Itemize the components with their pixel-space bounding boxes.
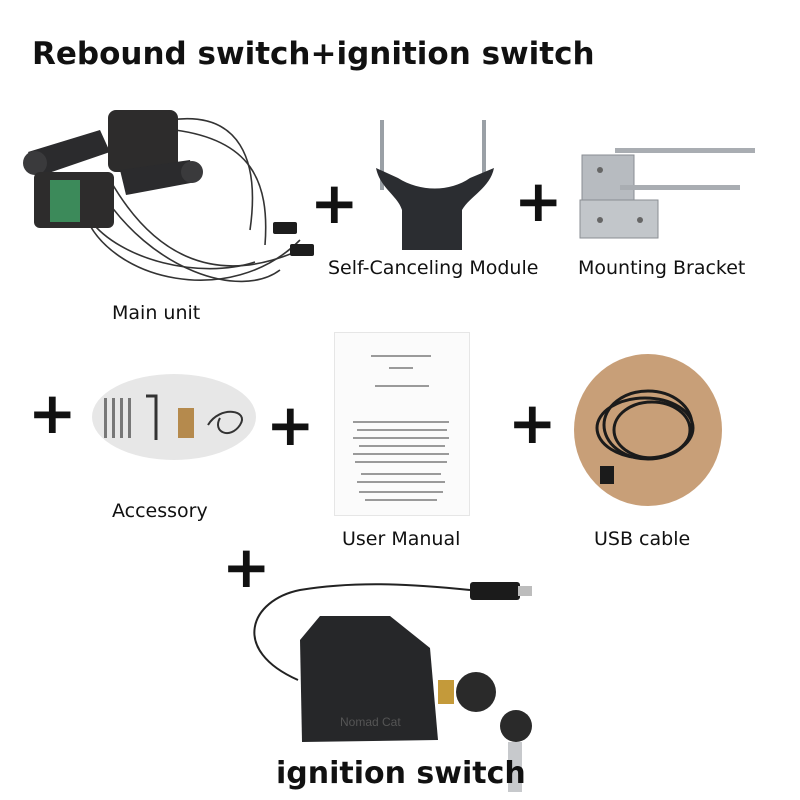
- accessory-label: Accessory: [112, 500, 208, 522]
- plus-sign: +: [266, 391, 315, 459]
- plus-sign: +: [508, 389, 557, 457]
- switch-housing-bottom: [34, 172, 114, 228]
- self-canceling-module-label: Self-Canceling Module: [328, 257, 539, 279]
- mounting-bracket-label: Mounting Bracket: [578, 257, 746, 279]
- user-manual-image: [334, 332, 470, 516]
- main-unit-label: Main unit: [112, 302, 201, 324]
- plus-sign: +: [222, 533, 271, 601]
- plus-sign: +: [310, 169, 359, 237]
- page-title: Rebound switch+ignition switch: [32, 36, 595, 72]
- left-stalk: [23, 130, 110, 176]
- ignition-case-text: Nomad Cat: [340, 715, 401, 729]
- usb-cable-label: USB cable: [594, 528, 691, 550]
- pcb-board: [50, 180, 80, 222]
- right-stalk: [120, 160, 203, 195]
- usb-connector-1: [273, 222, 297, 234]
- plus-sign: +: [514, 167, 563, 235]
- switch-housing-top: [108, 110, 178, 172]
- main-unit-wires: [84, 117, 301, 283]
- usb-connector-2: [290, 244, 314, 256]
- ignition-switch-label: ignition switch: [276, 756, 526, 791]
- plus-sign: +: [28, 379, 77, 447]
- user-manual-label: User Manual: [342, 528, 461, 550]
